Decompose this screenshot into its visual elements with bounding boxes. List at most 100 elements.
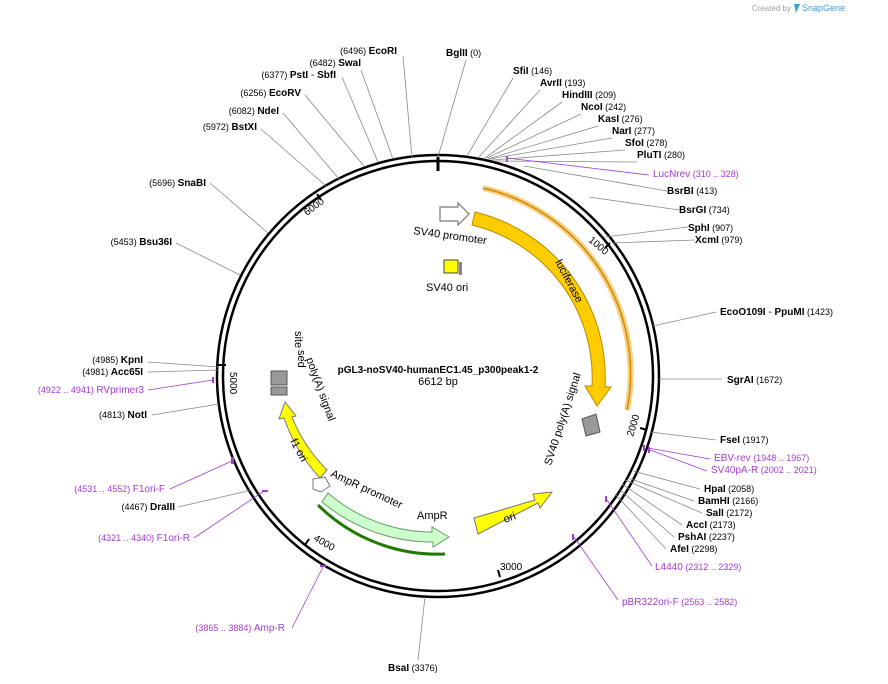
feature-polya-site[interactable] (270, 386, 288, 396)
primer-label[interactable]: SV40pA-R (2002 .. 2021) (711, 465, 817, 476)
enzyme-position: (4981) (82, 367, 111, 377)
enzyme-site-label[interactable]: (5696) SnaBI (149, 178, 206, 189)
enzyme-position: (277) (631, 126, 655, 136)
enzyme-site-label[interactable]: PluTI (280) (637, 150, 685, 161)
primer-label[interactable]: EBV-rev (1948 .. 1967) (714, 453, 809, 464)
feature-ampr-promoter[interactable] (312, 476, 331, 493)
enzyme-leader-line (304, 94, 365, 167)
enzyme-site-label[interactable]: (5453) Bsu36I (111, 237, 173, 248)
enzyme-site-label[interactable]: KasI (276) (598, 114, 643, 125)
feature-polya-signal[interactable] (270, 370, 288, 386)
enzyme-name: SnaBI (178, 178, 207, 189)
feature-sv40-promoter[interactable] (439, 201, 470, 227)
feature-ampr[interactable] (321, 492, 450, 548)
enzyme-position: (907) (710, 223, 734, 233)
enzyme-site-label[interactable]: EcoO109I - PpuMI (1423) (720, 307, 833, 318)
enzyme-leader-line (360, 69, 394, 160)
enzyme-leader-line (627, 477, 695, 502)
enzyme-site-label[interactable]: (6482) SwaI (310, 58, 362, 69)
enzyme-name: SphI (688, 223, 710, 234)
feature-ori[interactable] (473, 491, 554, 535)
enzyme-position: (6496) (340, 46, 369, 56)
primer-leader-line (506, 157, 650, 176)
enzyme-site-label[interactable]: PshAI (2237) (678, 532, 735, 543)
enzyme-site-label[interactable]: SalI (2172) (706, 508, 752, 519)
enzyme-site-label[interactable]: SfiI (146) (513, 66, 552, 77)
primer-name: L4440 (655, 562, 683, 573)
primer-range: (310 .. 328) (690, 169, 739, 179)
label-polya-signal: poly(A) signal (303, 356, 337, 423)
enzyme-position: (734) (706, 205, 730, 215)
primer-name: Amp-R (254, 623, 285, 634)
enzyme-position: (1423) (804, 307, 833, 317)
enzyme-site-label[interactable]: (5972) BstXI (203, 122, 257, 133)
primer-range: (4321 .. 4340) (98, 533, 157, 543)
enzyme-site-label[interactable]: XcmI (979) (695, 235, 742, 246)
enzyme-site-label[interactable]: HindIII (209) (562, 90, 616, 101)
tick-label-2000: 2000 (625, 413, 642, 438)
enzyme-site-label[interactable]: (4985) KpnI (92, 355, 143, 366)
enzyme-position: (5972) (203, 122, 232, 132)
feature-sv40-ori[interactable] (443, 259, 462, 275)
enzyme-site-label[interactable]: (6496) EcoRI (340, 46, 397, 57)
plasmid-name: pGL3-noSV40-humanEC1.45_p300peak1-2 (338, 365, 539, 376)
primer-leader-line (193, 490, 265, 539)
enzyme-name: NcoI (581, 102, 603, 113)
enzyme-site-label[interactable]: BsaI (3376) (388, 663, 438, 674)
enzyme-position: (2058) (726, 484, 755, 494)
enzyme-leader-line (652, 311, 717, 327)
enzyme-position: (1917) (740, 435, 769, 445)
enzyme-site-label[interactable]: NcoI (242) (581, 102, 626, 113)
enzyme-name: SalI (706, 508, 724, 519)
enzyme-leader-line (177, 489, 253, 508)
enzyme-site-label[interactable]: BamHI (2166) (698, 496, 758, 507)
enzyme-site-label[interactable]: (4813) NotI (99, 410, 147, 421)
primer-leader-line (169, 460, 233, 490)
enzyme-site-label[interactable]: FseI (1917) (720, 435, 769, 446)
enzyme-leader-line (487, 125, 599, 160)
enzyme-site-label[interactable]: AvrII (193) (540, 78, 585, 89)
plasmid-size: 6612 bp (418, 376, 458, 388)
enzyme-position: (193) (562, 78, 586, 88)
primer-label[interactable]: (3865 .. 3884) Amp-R (195, 623, 285, 634)
enzyme-leader-line (282, 112, 341, 181)
enzyme-site-label[interactable]: (6082) NdeI (229, 106, 279, 117)
enzyme-site-label[interactable]: (6377) PstI - SbfI (261, 70, 336, 81)
enzyme-site-label[interactable]: SfoI (278) (625, 138, 667, 149)
enzyme-position: (276) (619, 114, 643, 124)
enzyme-name: BamHI (698, 496, 730, 507)
enzyme-name: AvrII (540, 78, 562, 89)
feature-luciferase[interactable] (471, 211, 612, 407)
enzyme-leader-line (491, 149, 626, 161)
enzyme-site-label[interactable]: BsrGI (734) (679, 205, 730, 216)
enzyme-site-label[interactable]: SphI (907) (688, 223, 733, 234)
primer-label[interactable]: (4922 .. 4941) RVprimer3 (38, 385, 145, 396)
feature-sv40-polya-signal[interactable] (581, 413, 601, 437)
primer-label[interactable]: pBR322ori-F (2563 .. 2582) (622, 597, 737, 608)
enzyme-site-label[interactable]: NarI (277) (612, 126, 655, 137)
enzyme-site-label[interactable]: AfeI (2298) (670, 544, 717, 555)
enzyme-position: (209) (593, 90, 617, 100)
primer-range: (4922 .. 4941) (38, 385, 97, 395)
enzyme-position: (4813) (99, 410, 128, 420)
primer-name: RVprimer3 (96, 385, 144, 396)
enzyme-position: (146) (529, 66, 553, 76)
enzyme-site-label[interactable]: BglII (0) (446, 48, 481, 59)
enzyme-site-label[interactable]: (6256) EcoRV (240, 88, 301, 99)
primer-label[interactable]: L4440 (2312 .. 2329) (655, 562, 741, 573)
feature-f1-ori[interactable] (278, 400, 328, 479)
enzyme-site-label[interactable]: SgrAI (1672) (727, 375, 782, 386)
primer-range: (2312 .. 2329) (683, 562, 742, 572)
primer-label[interactable]: (4321 .. 4340) F1ori-R (98, 533, 190, 544)
primer-label[interactable]: (4531 .. 4552) F1ori-F (74, 484, 165, 495)
enzyme-site-label[interactable]: AccI (2173) (686, 520, 736, 531)
primer-name: F1ori-F (133, 484, 165, 495)
enzyme-separator: - (308, 70, 317, 81)
primer-leader-line (647, 447, 711, 460)
enzyme-site-label[interactable]: HpaI (2058) (704, 484, 754, 495)
enzyme-site-label[interactable]: (4981) Acc65I (82, 367, 143, 378)
enzyme-position: (3376) (409, 663, 438, 673)
primer-label[interactable]: LucNrev (310 .. 328) (653, 169, 739, 180)
enzyme-site-label[interactable]: BsrBI (413) (667, 186, 717, 197)
enzyme-site-label[interactable]: (4467) DraIII (121, 502, 175, 513)
